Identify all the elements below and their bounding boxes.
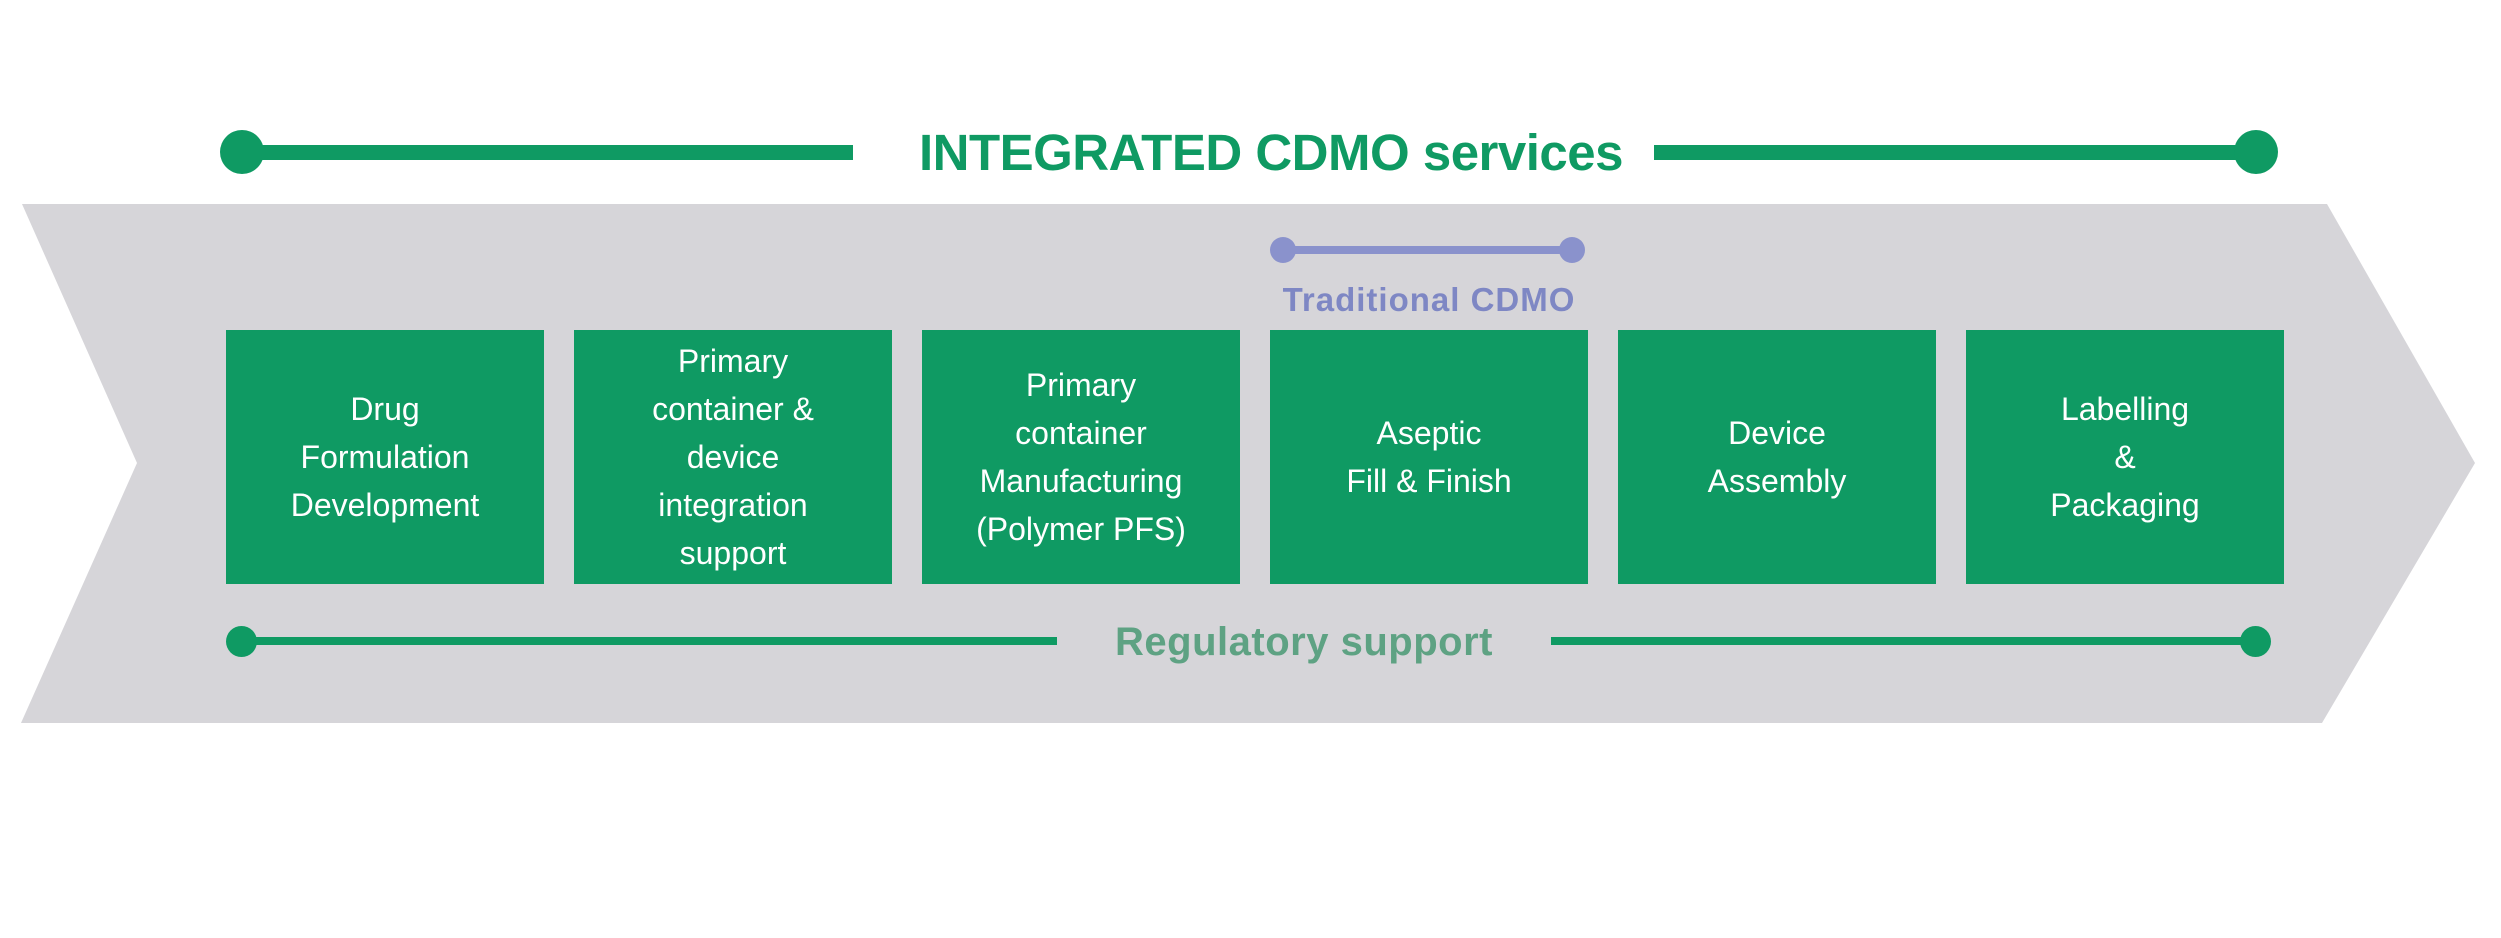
regulatory-line-right-dot xyxy=(2240,626,2271,657)
regulatory-line-left-segment xyxy=(241,637,1057,645)
traditional-cdmo-label: Traditional CDMO xyxy=(1282,281,1576,318)
service-box-container-device-integration: Primary container & device integration s… xyxy=(574,330,892,584)
title-secondary-text: services xyxy=(1409,124,1624,181)
service-box-label: Drug Formulation Development xyxy=(290,391,480,523)
page-title: INTEGRATED CDMO services xyxy=(871,127,1671,179)
service-box-label: Aseptic Fill & Finish xyxy=(1346,415,1512,499)
service-box-labelling-packaging: Labelling & Packaging xyxy=(1966,330,2284,584)
service-box-label: Device Assembly xyxy=(1707,415,1847,499)
regulatory-support-label: Regulatory support xyxy=(1115,620,1493,664)
traditional-cdmo-right-dot xyxy=(1559,237,1585,263)
regulatory-line-right-segment xyxy=(1551,637,2255,645)
service-box-primary-container-manufacturing: Primary container Manufacturing (Polymer… xyxy=(922,330,1240,584)
title-line-left-segment xyxy=(242,145,853,160)
service-box-label: Primary container Manufacturing (Polymer… xyxy=(976,367,1186,547)
service-box-drug-formulation: Drug Formulation Development xyxy=(226,330,544,584)
title-line-right-dot xyxy=(2234,130,2278,174)
service-box-label: Labelling & Packaging xyxy=(2050,391,2200,523)
service-box-label: Primary container & device integration s… xyxy=(652,343,814,571)
traditional-cdmo-line xyxy=(1283,246,1572,254)
title-primary-text: INTEGRATED CDMO xyxy=(918,124,1410,181)
service-box-device-assembly: Device Assembly xyxy=(1618,330,1936,584)
service-box-aseptic-fill-finish: Aseptic Fill & Finish xyxy=(1270,330,1588,584)
title-line-right-segment xyxy=(1654,145,2256,160)
service-boxes-row: Drug Formulation Development Primary con… xyxy=(226,330,2284,584)
